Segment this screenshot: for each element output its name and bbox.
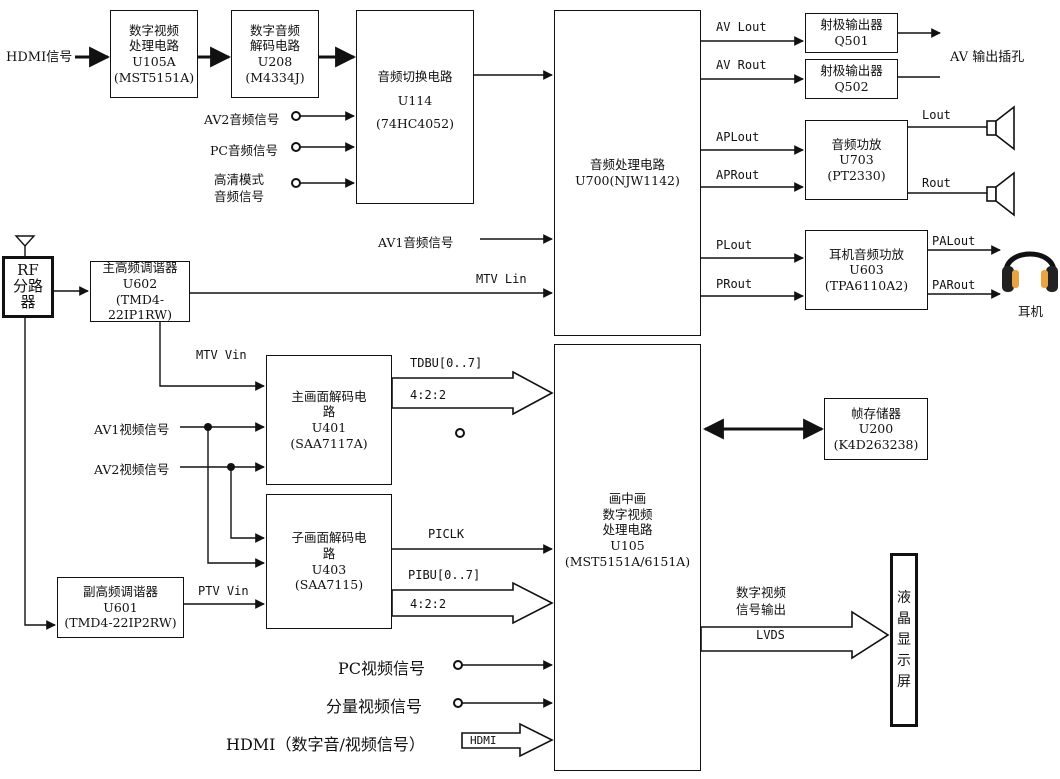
bus-pibu: [391, 581, 554, 625]
speaker-icon: [986, 105, 1015, 151]
wire-mtv-vin: [159, 322, 265, 391]
mtv-lin-label: MTV Lin: [476, 272, 527, 286]
digital-video-out-label-1: 数字视频: [736, 585, 787, 600]
ptv-vin-label: PTV Vin: [198, 584, 249, 598]
main-picture-decoder-u401: 主画面解码电路 U401(SAA7117A): [266, 355, 392, 485]
tdbu-label: TDBU[0..7]: [410, 356, 483, 370]
pibu-label: PIBU[0..7]: [408, 568, 481, 582]
hd-audio-label-2: 音频信号: [214, 189, 265, 204]
pc-audio-label: PC音频信号: [210, 143, 278, 158]
lvds-label: LVDS: [756, 628, 785, 642]
component-video-label: 分量视频信号: [326, 697, 423, 716]
digital-audio-decoder-u208: 数字音频解码电路 U208(M4334J): [231, 10, 319, 98]
pc-video-label: PC视频信号: [338, 659, 426, 678]
palout-label: PALout: [932, 234, 976, 248]
hdmi-signal-label: HDMI信号: [6, 50, 73, 65]
wire-rf-u601: [24, 318, 56, 630]
prout-label: PRout: [716, 277, 753, 291]
av1-audio-label: AV1音频信号: [378, 235, 454, 250]
parout-label: PARout: [932, 278, 976, 292]
bus-tdbu: [391, 370, 554, 416]
pibu-format-label: 4:2:2: [410, 597, 447, 611]
aprout-label: APRout: [716, 168, 760, 182]
mtv-vin-label: MTV Vin: [196, 348, 247, 362]
bus-lvds: [700, 610, 890, 660]
digital-video-processor-u105a: 数字视频处理电路 U105A(MST5151A): [110, 10, 198, 98]
tdbu-format-label: 4:2:2: [410, 388, 447, 402]
av1-video-label: AV1视频信号: [94, 422, 170, 437]
hdmi-arrow-label: HDMI: [470, 734, 497, 747]
aplout-label: APLout: [716, 130, 760, 144]
digital-video-out-label-2: 信号输出: [736, 602, 787, 617]
wire-av1-to-u403: [207, 427, 265, 568]
sub-picture-decoder-u403: 子画面解码电路 U403(SAA7115): [266, 494, 392, 629]
plout-label: PLout: [716, 238, 753, 252]
rout-label: Rout: [922, 176, 951, 190]
speaker-icon: [986, 171, 1015, 217]
headphone-label: 耳机: [1018, 304, 1044, 319]
av2-video-label: AV2视频信号: [94, 462, 170, 477]
piclk-label: PICLK: [428, 527, 465, 541]
headphones-icon: [1002, 251, 1058, 292]
av-rout-label: AV Rout: [716, 58, 767, 72]
lcd-screen: 液晶显 示屏: [890, 553, 918, 727]
lout-label: Lout: [922, 108, 951, 122]
hd-audio-label-1: 高清模式: [214, 172, 265, 187]
av-lout-label: AV Lout: [716, 20, 767, 34]
bus-hdmi: [461, 722, 554, 758]
wire-av2-to-u403: [230, 467, 265, 543]
audio-switch-u114: 音频切换电路 U114 (74HC4052): [356, 10, 474, 204]
hdmi-av-label: HDMI（数字音/视频信号）: [226, 735, 425, 754]
av2-audio-label: AV2音频信号: [204, 112, 280, 127]
av-output-jack-label: AV 输出插孔: [950, 50, 1025, 65]
antenna-icon: [14, 235, 36, 256]
